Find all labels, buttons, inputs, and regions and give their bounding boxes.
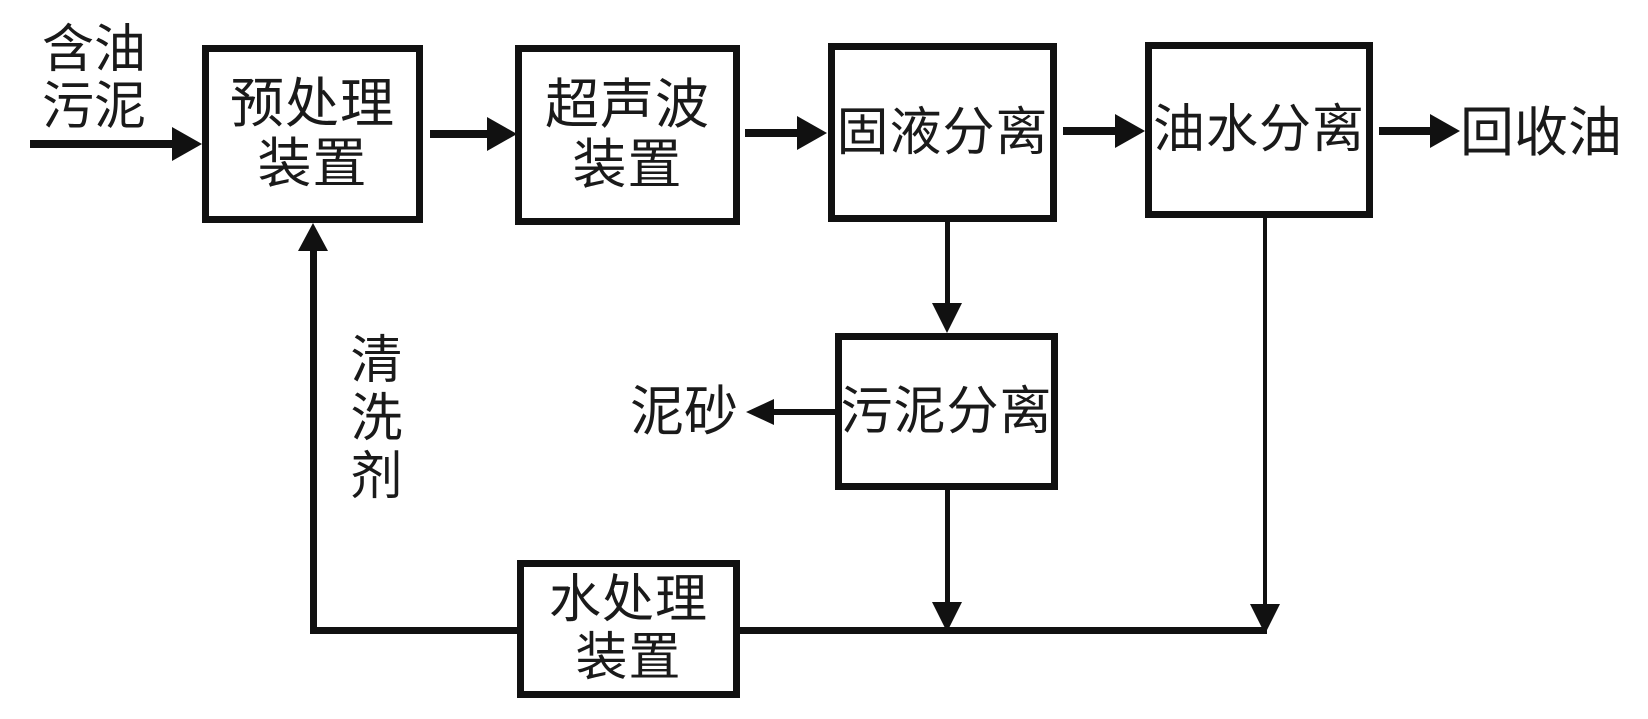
return-line-right-segment	[740, 627, 1267, 634]
cleaning-agent-label: 清洗剂	[341, 332, 401, 506]
node-solid-liquid-label: 固液分离	[836, 102, 1049, 163]
edge-ultrasonic-solidliquid-arrowhead-icon	[797, 116, 827, 150]
edge-sludgesep-return-line	[945, 490, 950, 602]
input-label-line2: 污泥	[42, 77, 147, 137]
node-ultrasonic-label-line1: 超声波	[545, 73, 710, 136]
node-oil-water-label: 油水分离	[1152, 100, 1365, 160]
edge-solidliquid-sludgesep-arrowhead-icon	[932, 303, 962, 333]
node-ultrasonic-label-line2: 装置	[572, 133, 683, 196]
edge-input-line	[30, 140, 175, 148]
node-oil-water-box: 油水分离	[1145, 42, 1373, 218]
edge-sludgesep-sand-arrowhead-icon	[746, 399, 774, 425]
node-solid-liquid-box: 固液分离	[828, 43, 1057, 222]
node-sludge-separation-box: 污泥分离	[835, 333, 1058, 490]
edge-ultrasonic-solidliquid-line	[745, 129, 800, 137]
edge-pretreatment-ultrasonic-line	[430, 130, 490, 138]
edge-solidliquid-oilwater-line	[1063, 127, 1117, 135]
node-pretreatment-label-line1: 预处理	[230, 72, 395, 135]
node-sludge-separation-label: 污泥分离	[840, 381, 1053, 442]
node-water-treatment-box: 水处理 装置	[517, 560, 740, 698]
input-label-line1: 含油	[42, 20, 147, 80]
edge-input-arrowhead-icon	[172, 127, 202, 161]
node-pretreatment-label-line2: 装置	[257, 132, 368, 195]
edge-sludgesep-sand-line	[772, 409, 835, 415]
input-oily-sludge-label: 含油 污泥	[42, 22, 146, 136]
edge-pretreatment-ultrasonic-arrowhead-icon	[487, 117, 517, 151]
return-line-left-segment	[310, 627, 517, 634]
edge-solidliquid-sludgesep-line	[945, 222, 950, 305]
node-water-treatment-label-line1: 水处理	[548, 570, 708, 630]
edge-oilwater-output-arrowhead-icon	[1430, 114, 1460, 148]
edge-solidliquid-oilwater-arrowhead-icon	[1115, 114, 1145, 148]
edge-oilwater-output-line	[1379, 127, 1432, 135]
return-line-vertical-segment	[310, 250, 317, 634]
node-water-treatment-label-line2: 装置	[575, 628, 682, 688]
recovered-oil-label: 回收油	[1460, 101, 1622, 164]
edge-oilwater-return-line	[1263, 218, 1267, 604]
return-line-arrowhead-icon	[298, 223, 328, 251]
node-ultrasonic-box: 超声波 装置	[515, 45, 740, 225]
sand-label: 泥砂	[630, 380, 738, 443]
node-pretreatment-box: 预处理 装置	[202, 45, 423, 223]
